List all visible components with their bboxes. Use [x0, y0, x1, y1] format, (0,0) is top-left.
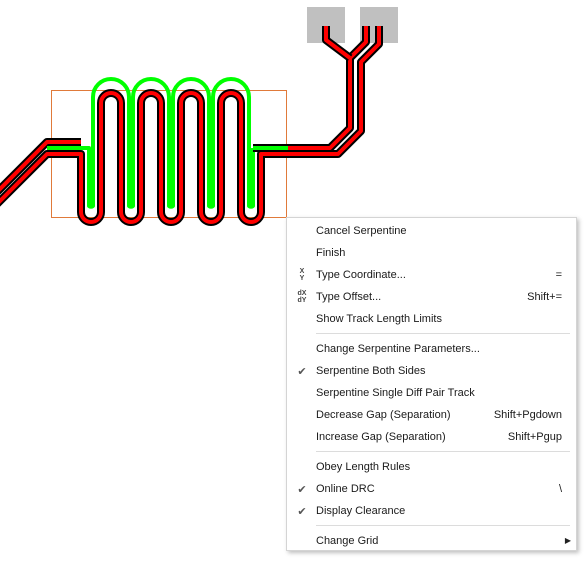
menu-item-glyph-slot [291, 382, 313, 404]
menu-item-glyph-slot [291, 530, 313, 552]
menu-item-label: Serpentine Single Diff Pair Track [316, 387, 475, 399]
menu-item-shortcut: Shift+= [527, 291, 562, 303]
serpentine-track-inner[interactable] [0, 26, 370, 225]
menu-separator [316, 525, 570, 526]
menu-item-glyph-slot [291, 220, 313, 242]
menu-item-change-serpentine-parameters[interactable]: Change Serpentine Parameters... [287, 338, 576, 360]
menu-item-show-track-length-limits[interactable]: Show Track Length Limits [287, 308, 576, 330]
menu-item-label: Serpentine Both Sides [316, 365, 426, 377]
menu-item-glyph-slot [291, 426, 313, 448]
menu-item-glyph-slot [291, 242, 313, 264]
menu-item-decrease-gap-separation[interactable]: Decrease Gap (Separation) Shift+Pgdown [287, 404, 576, 426]
checkmark-icon: ✔ [291, 500, 313, 522]
menu-separator [316, 451, 570, 452]
menu-item-shortcut: = [555, 269, 562, 281]
menu-item-serpentine-single-diff-pair-track[interactable]: Serpentine Single Diff Pair Track [287, 382, 576, 404]
checkmark-glyph: ✔ [297, 483, 307, 496]
menu-item-serpentine-both-sides[interactable]: ✔ Serpentine Both Sides [287, 360, 576, 382]
menu-item-obey-length-rules[interactable]: Obey Length Rules [287, 456, 576, 478]
checkmark-glyph: ✔ [297, 505, 307, 518]
menu-item-label: Change Serpentine Parameters... [316, 343, 480, 355]
menu-item-cancel-serpentine[interactable]: Cancel Serpentine [287, 220, 576, 242]
submenu-arrow-icon: ▶ [564, 536, 571, 545]
menu-separator [316, 333, 570, 334]
menu-item-increase-gap-separation[interactable]: Increase Gap (Separation) Shift+Pgup [287, 426, 576, 448]
dxdy-icon-bottom: dY [297, 297, 307, 304]
menu-item-glyph-slot [291, 456, 313, 478]
menu-item-online-drc[interactable]: ✔ Online DRC \ [287, 478, 576, 500]
menu-item-glyph-slot [291, 404, 313, 426]
xy-icon-top: X [299, 268, 305, 275]
menu-item-finish[interactable]: Finish [287, 242, 576, 264]
menu-item-display-clearance[interactable]: ✔ Display Clearance [287, 500, 576, 522]
serpentine-track-outer[interactable] [0, 26, 383, 226]
menu-item-label: Obey Length Rules [316, 461, 411, 473]
menu-item-label: Type Coordinate... [316, 269, 406, 281]
menu-item-label: Decrease Gap (Separation) [316, 409, 451, 421]
menu-item-label: Online DRC [316, 483, 375, 495]
menu-item-label: Type Offset... [316, 291, 382, 303]
menu-item-change-grid[interactable]: Change Grid ▶ [287, 530, 576, 552]
menu-item-shortcut: \ [558, 483, 562, 495]
menu-item-shortcut: Shift+Pgdown [493, 409, 562, 421]
menu-item-label: Change Grid [316, 535, 379, 547]
checkmark-icon: ✔ [291, 360, 313, 382]
menu-item-label: Finish [316, 247, 346, 259]
menu-item-glyph-slot [291, 338, 313, 360]
menu-item-label: Display Clearance [316, 505, 406, 517]
checkmark-icon: ✔ [291, 478, 313, 500]
checkmark-glyph: ✔ [297, 365, 307, 378]
dxdy-icon-top: dX [297, 290, 307, 297]
menu-item-label: Cancel Serpentine [316, 225, 407, 237]
xy-icon-bottom: Y [299, 275, 305, 282]
menu-item-glyph-slot [291, 308, 313, 330]
menu-item-label: Show Track Length Limits [316, 313, 442, 325]
menu-item-label: Increase Gap (Separation) [316, 431, 446, 443]
menu-item-shortcut: Shift+Pgup [507, 431, 562, 443]
